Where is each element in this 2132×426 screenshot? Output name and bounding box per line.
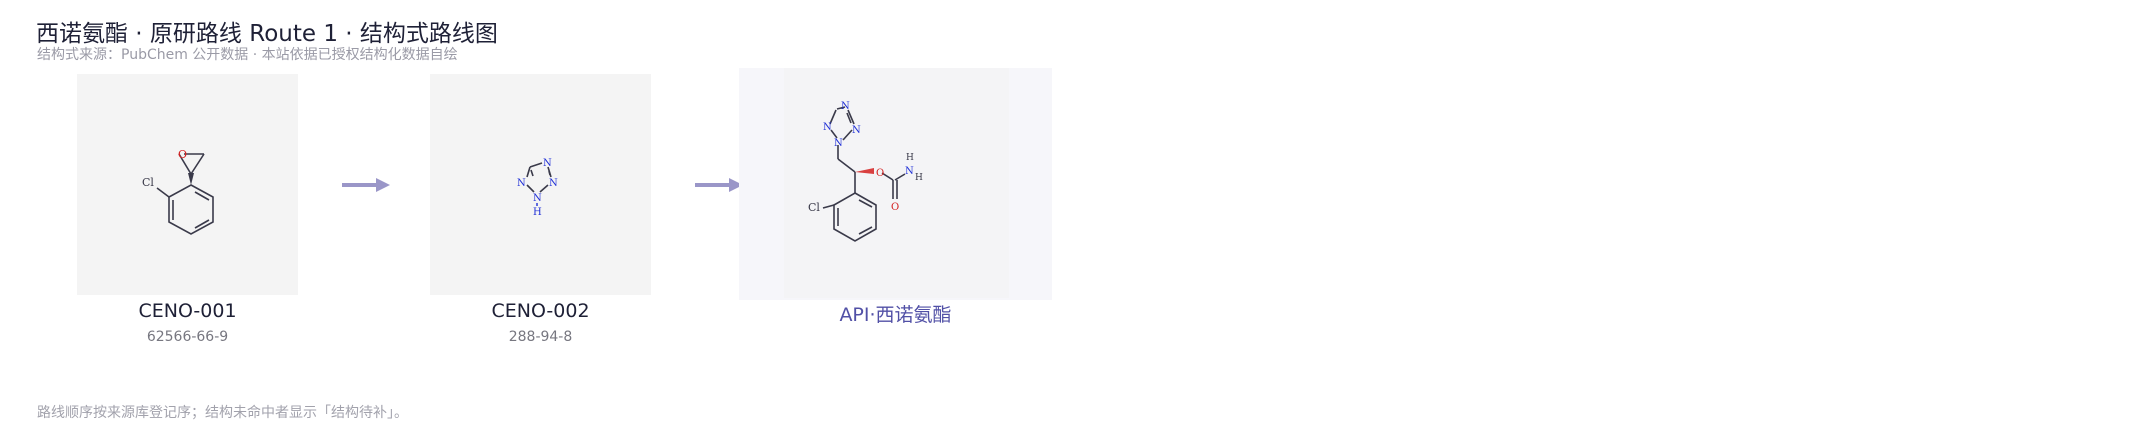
atom-nitrogen: N bbox=[823, 122, 832, 133]
structure-ceno-002: N N N N H bbox=[430, 74, 651, 295]
atom-nitrogen: N bbox=[517, 178, 526, 189]
structure-card-ceno-002[interactable]: N N N N H bbox=[430, 74, 651, 295]
structure-ceno-001: O Cl bbox=[77, 74, 298, 295]
arrow-right-icon bbox=[340, 175, 392, 195]
atom-oxygen: O bbox=[876, 168, 884, 179]
atom-nitrogen: N bbox=[841, 101, 850, 112]
structure-card-api[interactable]: N N N N O O N H H Cl bbox=[739, 68, 1052, 300]
atom-nitrogen: N bbox=[549, 178, 558, 189]
node-cas-ceno-001: 62566-66-9 bbox=[77, 329, 298, 345]
node-label-ceno-002: CENO-002 bbox=[430, 300, 651, 322]
footnote: 路线顺序按来源库登记序；结构未命中者显示「结构待补」。 bbox=[37, 402, 408, 422]
page-subtitle: 结构式来源：PubChem 公开数据 · 本站依据已授权结构化数据自绘 bbox=[37, 44, 458, 64]
atom-nitrogen: N bbox=[852, 125, 861, 136]
atom-nitrogen: N bbox=[543, 158, 552, 169]
node-label-api: API·西诺氨酯 bbox=[739, 300, 1052, 327]
structure-api: N N N N O O N H H Cl bbox=[739, 68, 1052, 300]
atom-chlorine: Cl bbox=[808, 201, 820, 214]
atom-nitrogen: N bbox=[834, 138, 843, 149]
page-title: 西诺氨酯 · 原研路线 Route 1 · 结构式路线图 bbox=[36, 14, 498, 48]
atom-hydrogen: H bbox=[915, 173, 923, 183]
atom-nitrogen: N bbox=[533, 193, 542, 204]
atom-oxygen: O bbox=[178, 148, 187, 161]
node-label-ceno-001: CENO-001 bbox=[77, 300, 298, 322]
arrow-right-icon bbox=[693, 175, 745, 195]
atom-oxygen: O bbox=[891, 202, 899, 213]
atom-hydrogen: H bbox=[533, 207, 542, 218]
atom-chlorine: Cl bbox=[142, 176, 154, 189]
atom-nitrogen: N bbox=[905, 166, 914, 177]
structure-card-ceno-001[interactable]: O Cl bbox=[77, 74, 298, 295]
node-cas-ceno-002: 288-94-8 bbox=[430, 329, 651, 345]
atom-hydrogen: H bbox=[906, 153, 914, 163]
